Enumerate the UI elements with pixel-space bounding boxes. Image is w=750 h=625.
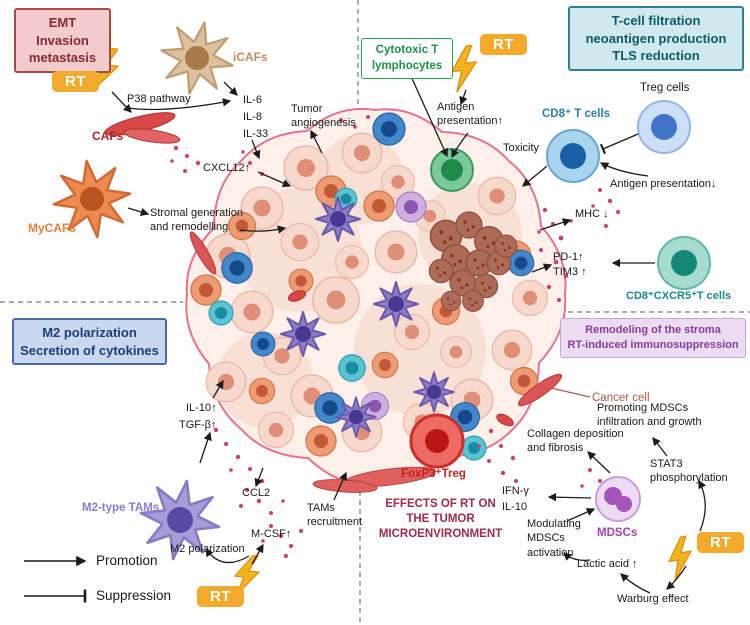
rt-badge-top-middle: RT <box>480 34 527 55</box>
emt-effect-box: EMT Invasion metastasis <box>14 8 111 73</box>
cancer-cell-pointer <box>550 387 591 398</box>
foxp3-treg-label: FoxP3⁺Treg <box>401 468 466 480</box>
cd8-cxcr5-label: CD8⁺CXCR5⁺T cells <box>626 290 732 302</box>
collagen-deposition-label: Collagen deposition and fibrosis <box>527 428 624 455</box>
cd8-t-cell <box>546 129 600 183</box>
icafs-label: iCAFs <box>233 50 268 64</box>
modulating-mdscs-label: Modulating MDSCs activation <box>527 518 581 559</box>
mhc-down-label: MHC ↓ <box>575 208 609 220</box>
treg-cells-label: Treg cells <box>640 82 690 94</box>
lactic-acid-label: Lactic acid ↑ <box>577 558 638 570</box>
treg-cell <box>637 100 691 154</box>
il6-label: IL-6 <box>243 94 262 106</box>
promoting-mdscs-label: Promoting MDSCs infiltration and growth <box>597 402 702 429</box>
tcell-effect-box: T-cell filtration neoantigen production … <box>568 6 744 71</box>
foxp3-treg-cell <box>409 413 465 469</box>
rt-badge-top-left: RT <box>52 71 99 92</box>
rt-badge-bottom-left: RT <box>197 586 244 607</box>
cytotoxic-t-cell <box>430 148 474 192</box>
m2-effect-box: M2 polarization Secretion of cytokines <box>12 318 167 366</box>
rt-badge-bottom-right: RT <box>697 532 744 553</box>
mdscs-label: MDSCs <box>597 527 638 539</box>
tim3-up-label: TIM3 ↑ <box>553 266 587 278</box>
mcsf-up-label: M-CSF↑ <box>251 528 292 540</box>
il33-label: IL-33 <box>243 128 269 140</box>
il10-label: IL-10 <box>502 501 528 513</box>
tgfb-up-label: TGF-β↑ <box>179 419 217 431</box>
pathway-arrows <box>111 73 707 594</box>
icafs-cell <box>152 13 242 103</box>
ifng-label: IFN-γ <box>502 485 529 497</box>
cxcl12-label: CXCL12↑ <box>203 162 251 174</box>
red-spindle-cells <box>189 231 563 493</box>
cytotoxic-t-label-box: Cytotoxic T lymphocytes <box>361 38 453 80</box>
antigen-presentation-up-label: Antigen presentation↑ <box>437 101 504 128</box>
m2-tam-cell <box>132 472 228 568</box>
m2-tams-label: M2-type TAMs <box>82 502 160 514</box>
cd8-t-cells-label: CD8⁺ T cells <box>542 108 611 120</box>
stromal-generation-label: Stromal generation and remodelling <box>150 207 243 234</box>
center-title: EFFECTS OF RT ON THE TUMOR MICROENVIRONM… <box>378 498 503 540</box>
legend-suppression-label: Suppression <box>96 588 172 603</box>
cafs-label: CAFs <box>92 129 124 143</box>
il10-up-label: IL-10↑ <box>186 402 217 414</box>
antigen-presentation-down-label: Antigen presentation↓ <box>610 178 717 190</box>
m2-polarization-label: M2 polarization <box>170 543 245 555</box>
p38-pathway-label: P38 pathway <box>127 93 191 105</box>
legend-symbols <box>24 555 87 603</box>
cytokine-dots <box>170 115 620 558</box>
legend-promotion-label: Promotion <box>96 553 158 568</box>
cancer-cell-label: Cancer cell <box>592 392 650 404</box>
cafs-cell <box>104 112 181 144</box>
lightning-icon-top-middle <box>448 44 480 94</box>
pd1-up-label: PD-1↑ <box>553 251 584 263</box>
ccl2-label: CCL2 <box>242 487 271 499</box>
toxicity-label: Toxicity <box>503 142 540 154</box>
tumor-angiogenesis-label: Tumor angiogenesis <box>291 103 356 130</box>
mycafs-cell <box>47 154 137 244</box>
stroma-effect-box: Remodeling of the stroma RT-induced immu… <box>560 318 746 358</box>
mycafs-label: MyCAFs <box>28 221 77 235</box>
warburg-effect-label: Warburg effect <box>617 593 689 605</box>
il8-label: IL-8 <box>243 111 262 123</box>
cd8-cxcr5-t-cell <box>657 236 711 290</box>
tams-recruitment-label: TAMs recruitment <box>307 502 363 529</box>
stat3-label: STAT3 phosphorylation <box>650 458 728 485</box>
mdsc-cell <box>595 476 641 522</box>
